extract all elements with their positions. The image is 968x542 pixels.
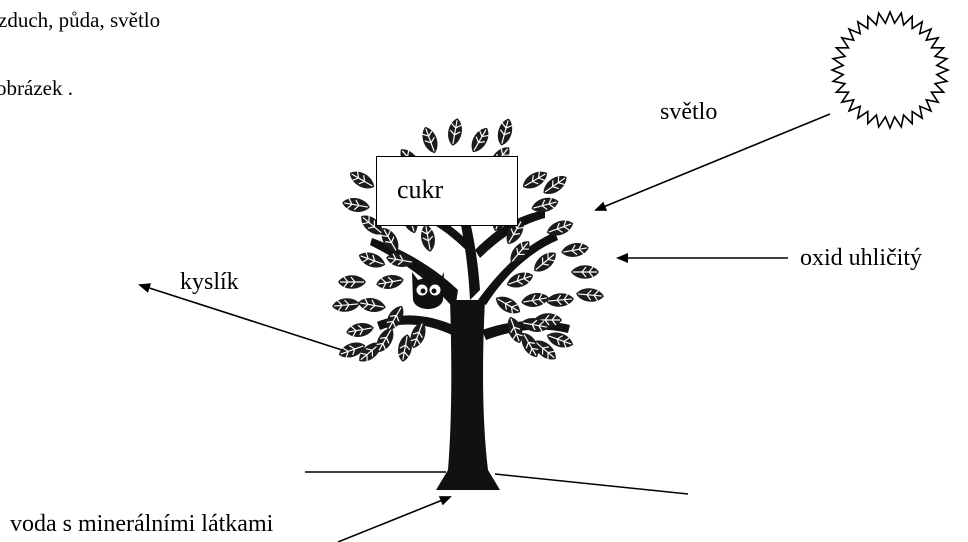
leaf-icon	[345, 166, 379, 194]
ground-line-right	[494, 473, 689, 495]
tree-branches	[370, 198, 570, 340]
sun-icon	[829, 9, 951, 131]
tree-icon	[330, 116, 606, 490]
arrow-light	[594, 113, 831, 211]
arrow-water	[337, 496, 452, 542]
instruction-line-2: obrázek .	[0, 76, 73, 100]
arrow-oxygen	[138, 283, 343, 351]
leaf-icon	[418, 123, 442, 157]
leaf-icon	[491, 291, 525, 319]
sugar-box: cukr	[376, 156, 518, 226]
leaf-icon	[519, 290, 551, 310]
leaf-icon	[574, 286, 606, 304]
leaf-icon	[355, 248, 389, 272]
leaf-icon	[330, 296, 362, 314]
owl-icon	[412, 272, 444, 309]
tree-trunk	[436, 300, 500, 490]
water-minerals-label: voda s minerálními látkami	[10, 511, 274, 537]
leaf-icon	[340, 195, 372, 215]
leaf-icon	[494, 116, 516, 148]
carbon-dioxide-label: oxid uhličitý	[800, 245, 922, 271]
leaf-icon	[570, 264, 600, 280]
leaf-icon	[374, 272, 406, 292]
leaf-icon	[344, 320, 376, 340]
leaf-icon	[544, 291, 576, 309]
instruction-line-1: zduch, půda, světlo	[0, 8, 161, 32]
oxygen-label: kyslík	[180, 269, 239, 295]
leaf-icon	[559, 240, 591, 260]
light-label: světlo	[660, 99, 718, 125]
sugar-label: cukr	[397, 175, 444, 204]
leaf-icon	[445, 116, 465, 148]
leaf-icon	[466, 123, 494, 157]
leaf-icon	[418, 222, 438, 254]
leaf-icon	[337, 274, 367, 290]
leaf-icon	[356, 295, 388, 315]
